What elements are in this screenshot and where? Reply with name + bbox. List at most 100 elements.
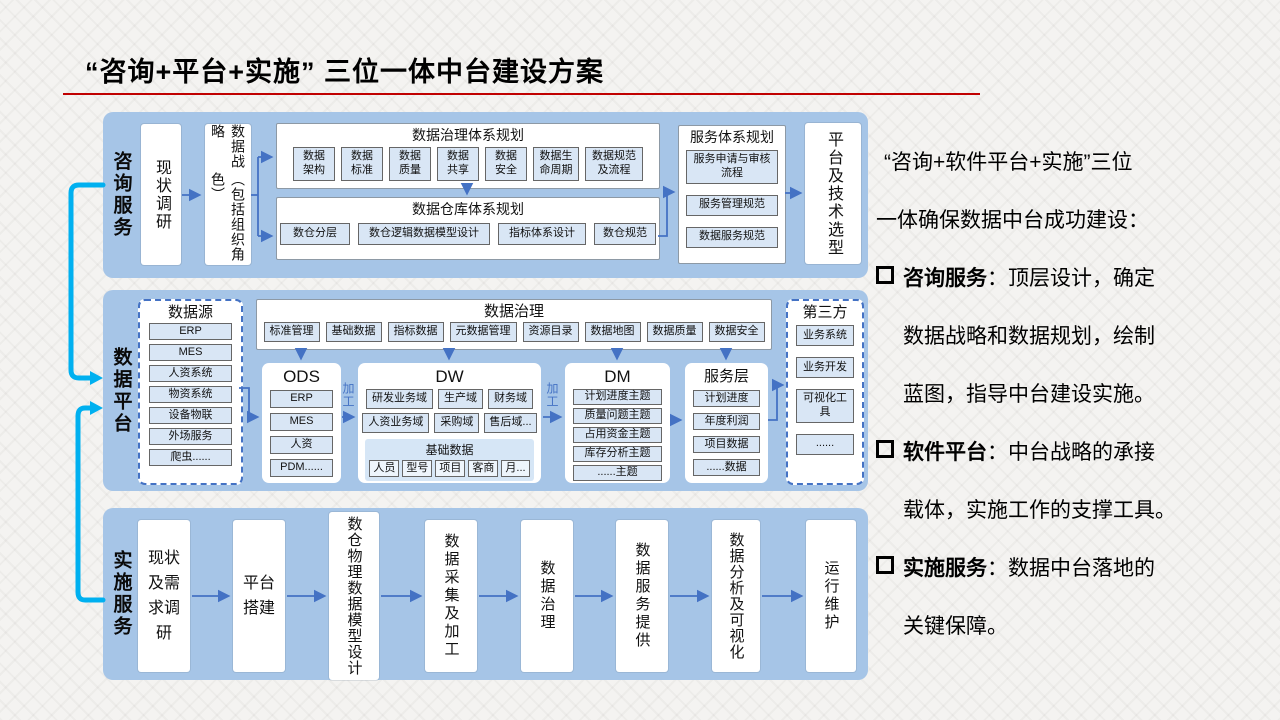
section-platform-label: 数据平台 (110, 346, 132, 435)
process-label: 加工 (341, 382, 355, 408)
datasource-item: MES (149, 344, 232, 361)
data-governance-item: 数据地图 (584, 322, 641, 342)
warehouse-plan-title: 数据仓库体系规划 (412, 201, 524, 217)
governance-plan-item: 数据安全 (485, 147, 527, 181)
service-system-items: 服务申请与审核流程 服务管理规范 数据服务规范 (679, 150, 785, 248)
bullet-text: 载体，实施工作的支撑工具。 (903, 499, 1176, 522)
ods-item: 人资 (270, 436, 333, 454)
implementation-step: 数仓物理数据模型设计 (329, 512, 379, 680)
implementation-step: 数据采集及加工 (425, 520, 477, 672)
data-governance-item: 标准管理 (263, 322, 320, 342)
implementation-step: 现状及需求调研 (138, 520, 190, 672)
section-implementation-label: 实施服务 (110, 550, 132, 638)
dw-domain-item: 人资业务域 (362, 412, 430, 433)
strategy-box: 数据战略 （包括组织角色） (205, 124, 251, 265)
process-label: 加工 (545, 382, 559, 408)
summary-panel: “咨询+软件平台+实施”三位 一体确保数据中台成功建设： 咨询服务：顶层设计，确… (876, 134, 1280, 656)
dw-base-data-item: 人员 (369, 459, 400, 478)
dw-domain-item: 生产域 (438, 389, 483, 409)
bullet-text: 数据战略和数据规划，绘制 (903, 325, 1155, 348)
service-layer-panel: 服务层 计划进度 年度利润 项目数据 ......数据 (685, 363, 768, 483)
data-governance-item: 数据质量 (646, 322, 703, 342)
datasource-item: 爬虫...... (149, 449, 232, 466)
platform-selection-box: 平台及技术选型 (805, 123, 861, 264)
bullet-text: ：数据中台落地的 (987, 557, 1155, 580)
governance-plan-items: 数据架构 数据标准 数据质量 数据共享 数据安全 数据生命周期 数据规范及流程 (277, 147, 659, 181)
dw-title: DW (435, 367, 464, 386)
warehouse-plan-panel: 数据仓库体系规划 数仓分层 数仓逻辑数据模型设计 指标体系设计 数仓规范 (276, 197, 660, 260)
bullet-square-icon (876, 556, 894, 574)
datasource-item: 物资系统 (149, 386, 232, 403)
governance-plan-panel: 数据治理体系规划 数据架构 数据标准 数据质量 数据共享 数据安全 数据生命周期… (276, 123, 660, 189)
bullet-text: ：中台战略的承接 (987, 441, 1155, 464)
dm-item: ......主题 (573, 465, 662, 481)
implementation-step: 平台搭建 (233, 520, 285, 672)
summary-intro-line: 一体确保数据中台成功建设： (876, 209, 1149, 232)
service-system-title: 服务体系规划 (690, 129, 774, 145)
strategy-line1: 数据战略 (210, 124, 246, 169)
ods-panel: ODS ERP MES 人资 PDM...... (262, 363, 341, 483)
strategy-line2: （包括组织角色） (210, 172, 246, 263)
summary-bullet: 软件平台：中台战略的承接 (876, 424, 1280, 482)
dm-item: 计划进度主题 (573, 389, 662, 405)
warehouse-plan-items: 数仓分层 数仓逻辑数据模型设计 指标体系设计 数仓规范 (277, 223, 659, 245)
service-system-item: 服务申请与审核流程 (686, 150, 778, 184)
third-party-items: 业务系统 业务开发 可视化工具 ...... (788, 325, 862, 455)
dw-panel: DW 研发业务域 生产域 财务域 人资业务域 采购域 售后域... 基础数据 人… (358, 363, 541, 483)
dm-item: 库存分析主题 (573, 446, 662, 462)
data-governance-panel: 数据治理 标准管理 基础数据 指标数据 元数据管理 资源目录 数据地图 数据质量… (256, 299, 772, 350)
dw-base-data-item: 型号 (402, 459, 433, 478)
data-governance-item: 基础数据 (325, 322, 382, 342)
ods-items: ERP MES 人资 PDM...... (262, 390, 341, 477)
dw-domain-item: 研发业务域 (366, 389, 433, 409)
service-layer-item: 计划进度 (693, 390, 760, 407)
dw-base-data-item: 项目 (435, 459, 466, 478)
service-layer-title: 服务层 (703, 368, 749, 385)
governance-plan-item: 数据规范及流程 (585, 147, 643, 181)
service-layer-item: 年度利润 (693, 413, 760, 430)
warehouse-plan-item: 指标体系设计 (498, 223, 586, 245)
dw-domain-item: 采购域 (434, 412, 480, 433)
ods-item: PDM...... (270, 459, 333, 477)
bullet-text: 蓝图，指导中台建设实施。 (903, 383, 1155, 406)
datasource-item: 设备物联 (149, 407, 232, 424)
ods-item: MES (270, 413, 333, 431)
service-system-item: 数据服务规范 (686, 226, 778, 248)
section-consulting-label: 咨询服务 (110, 151, 132, 239)
implementation-step: 运行维护 (806, 520, 856, 672)
governance-plan-title: 数据治理体系规划 (412, 127, 524, 143)
section-implementation: 实施服务 现状及需求调研 平台搭建 数仓物理数据模型设计 数据采集及加工 数据治… (103, 508, 868, 680)
implementation-step: 数据治理 (521, 520, 573, 672)
dm-item: 占用资金主题 (573, 427, 662, 443)
warehouse-plan-item: 数仓逻辑数据模型设计 (358, 223, 490, 245)
implementation-step: 数据分析及可视化 (712, 520, 760, 672)
service-layer-items: 计划进度 年度利润 项目数据 ......数据 (685, 390, 768, 476)
data-governance-item: 资源目录 (522, 322, 579, 342)
service-layer-item: 项目数据 (693, 436, 760, 453)
dw-base-data-item: 月... (501, 459, 530, 478)
third-party-item: 可视化工具 (796, 389, 854, 423)
datasource-item: 外场服务 (149, 428, 232, 445)
dw-base-data-panel: 基础数据 人员 型号 项目 客商 月... (365, 438, 534, 482)
datasource-item: 人资系统 (149, 365, 232, 382)
governance-plan-item: 数据质量 (389, 147, 431, 181)
third-party-panel: 第三方 业务系统 业务开发 可视化工具 ...... (786, 299, 864, 485)
bullet-square-icon (876, 266, 894, 284)
governance-plan-item: 数据共享 (437, 147, 479, 181)
bullet-square-icon (876, 440, 894, 458)
governance-plan-item: 数据架构 (293, 147, 335, 181)
data-governance-item: 元数据管理 (449, 322, 517, 342)
governance-plan-item: 数据标准 (341, 147, 383, 181)
survey-box: 现状调研 (141, 124, 181, 265)
dm-items: 计划进度主题 质量问题主题 占用资金主题 库存分析主题 ......主题 (565, 389, 670, 481)
ods-title: ODS (283, 367, 320, 386)
bullet-text: ：顶层设计，确定 (987, 267, 1155, 290)
third-party-item: 业务系统 (796, 325, 854, 346)
title-underline (63, 93, 980, 95)
service-system-item: 服务管理规范 (686, 194, 778, 216)
bullet-term: 实施服务 (903, 557, 987, 580)
third-party-title: 第三方 (802, 304, 848, 321)
dw-base-data-item: 客商 (468, 459, 499, 478)
data-governance-title: 数据治理 (483, 303, 544, 320)
